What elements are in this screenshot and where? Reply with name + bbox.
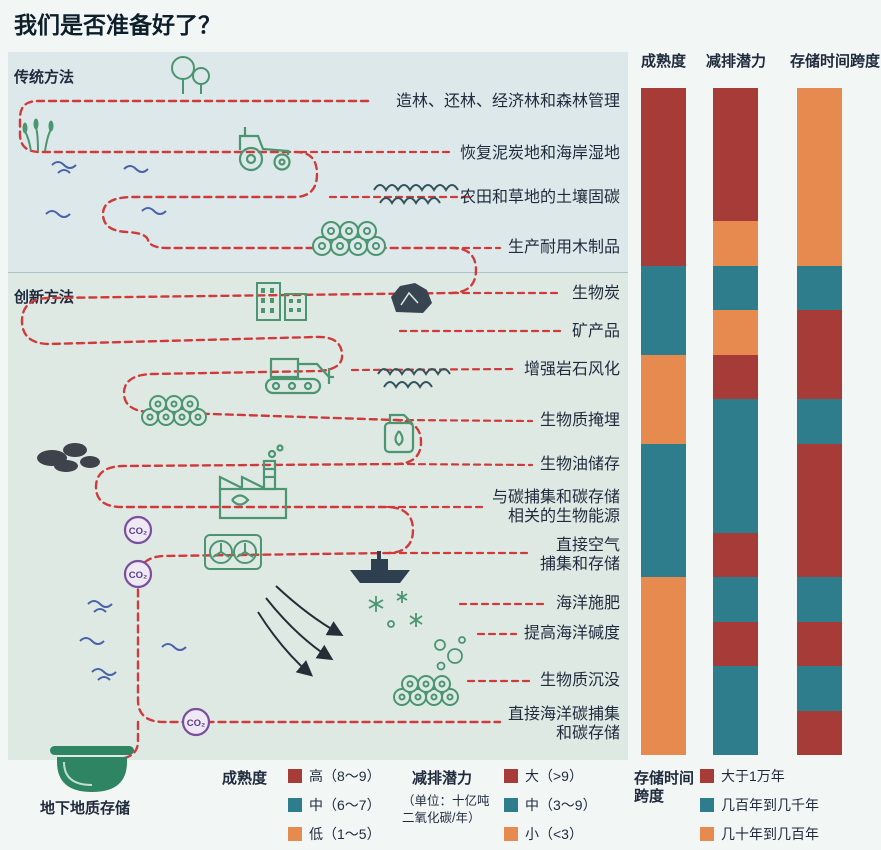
rating-cell-potential	[713, 399, 758, 444]
legend-item: 低（1～5）	[288, 824, 381, 844]
rating-cell-storage	[797, 399, 842, 444]
rating-cell-storage	[797, 132, 842, 177]
rating-cell-storage	[797, 265, 842, 311]
legend-item-label: 中（6～7）	[309, 797, 381, 813]
rating-cell-storage	[797, 443, 842, 489]
rating-cell-storage	[797, 621, 842, 667]
rating-cell-maturity	[641, 176, 686, 222]
legend-swatch	[700, 769, 714, 783]
legend-item: 中（3～9）	[504, 795, 597, 815]
legend-item: 中（6～7）	[288, 795, 381, 815]
rating-cell-potential	[713, 488, 758, 533]
rating-cell-storage	[797, 354, 842, 400]
rating-cell-potential	[713, 443, 758, 489]
rating-cell-storage	[797, 666, 842, 711]
rating-cell-potential	[713, 88, 758, 133]
section-label-traditional: 传统方法	[14, 69, 75, 86]
rating-cell-maturity	[641, 310, 686, 355]
legend-items-potential: 大（>9） 中（3～9） 小（<3）	[504, 766, 597, 844]
rating-cell-maturity	[641, 88, 686, 133]
rating-cell-storage	[797, 88, 842, 133]
rating-cell-maturity	[641, 621, 686, 667]
legend-unit-note: （单位：十亿吨 二氧化碳/年）	[402, 793, 490, 827]
rating-cell-storage	[797, 176, 842, 222]
legend-unit-note-line: （单位：十亿吨	[402, 794, 490, 808]
legend-item: 小（<3）	[504, 824, 597, 844]
legend-item: 大于1万年	[700, 766, 819, 786]
rating-cell-potential	[713, 265, 758, 311]
legend-item-label: 大（>9）	[525, 768, 583, 784]
ratings-column-maturity	[641, 88, 686, 756]
legend-swatch	[504, 769, 518, 783]
legend-items-storage: 大于1万年几百年到几千年几十年到几百年	[700, 766, 819, 844]
legend-swatch	[700, 827, 714, 841]
legend-unit-note-line: 二氧化碳/年）	[402, 811, 481, 825]
rating-cell-maturity	[641, 532, 686, 578]
rating-cell-potential	[713, 176, 758, 222]
legend-swatch	[288, 769, 302, 783]
column-header-potential: 减排潜力	[706, 53, 767, 70]
legend-item-label: 中（3～9）	[525, 797, 597, 813]
rating-cell-potential	[713, 132, 758, 177]
legend-title-potential: 减排潜力	[412, 770, 473, 787]
legend-swatch	[504, 827, 518, 841]
rating-cell-storage	[797, 221, 842, 266]
rating-cell-potential	[713, 532, 758, 578]
rating-cell-potential	[713, 621, 758, 667]
page-title: 我们是否准备好了？	[14, 12, 221, 38]
legend-item-label: 几十年到几百年	[721, 826, 819, 842]
legend-swatch	[288, 798, 302, 812]
rating-cell-maturity	[641, 488, 686, 533]
rating-cell-potential	[713, 310, 758, 355]
rating-cell-potential	[713, 710, 758, 756]
legend-swatch	[504, 798, 518, 812]
legend-swatch	[700, 798, 714, 812]
rating-cell-maturity	[641, 666, 686, 711]
legend-item-label: 大于1万年	[721, 768, 785, 784]
legend-items-maturity: 高（8～9） 中（6～7） 低（1～5）	[288, 766, 381, 844]
column-header-storage: 存储时间跨度	[790, 53, 881, 70]
rating-cell-storage	[797, 532, 842, 578]
legend-item-label: 几百年到几千年	[721, 797, 819, 813]
rating-cell-maturity	[641, 265, 686, 311]
legend-swatch	[288, 827, 302, 841]
rating-cell-maturity	[641, 443, 686, 489]
ratings-column-potential	[713, 88, 758, 756]
rating-cell-storage	[797, 488, 842, 533]
rating-cell-maturity	[641, 132, 686, 177]
legend-item: 几十年到几百年	[700, 824, 819, 844]
rating-cell-potential	[713, 666, 758, 711]
legend-item-label: 小（<3）	[525, 826, 583, 842]
rating-cell-maturity	[641, 577, 686, 622]
rating-cell-maturity	[641, 354, 686, 400]
rating-cell-potential	[713, 354, 758, 400]
rating-cell-storage	[797, 577, 842, 622]
rating-cell-potential	[713, 577, 758, 622]
storage-label: 地下地质存储	[40, 800, 131, 817]
legend-item: 高（8～9）	[288, 766, 381, 786]
legend-title-maturity: 成熟度	[222, 770, 268, 787]
legend-item-label: 低（1～5）	[309, 826, 381, 842]
rating-cell-storage	[797, 710, 842, 756]
rating-cell-potential	[713, 221, 758, 266]
rating-cell-maturity	[641, 221, 686, 266]
legend-title-storage: 存储时间 跨度	[634, 770, 695, 805]
ratings-column-storage	[797, 88, 842, 756]
legend-item: 大（>9）	[504, 766, 597, 786]
rating-cell-storage	[797, 310, 842, 355]
legend-item: 几百年到几千年	[700, 795, 819, 815]
rating-cell-maturity	[641, 710, 686, 756]
rating-cell-maturity	[641, 399, 686, 444]
legend-item-label: 高（8～9）	[309, 768, 381, 784]
column-header-maturity: 成熟度	[641, 53, 687, 70]
